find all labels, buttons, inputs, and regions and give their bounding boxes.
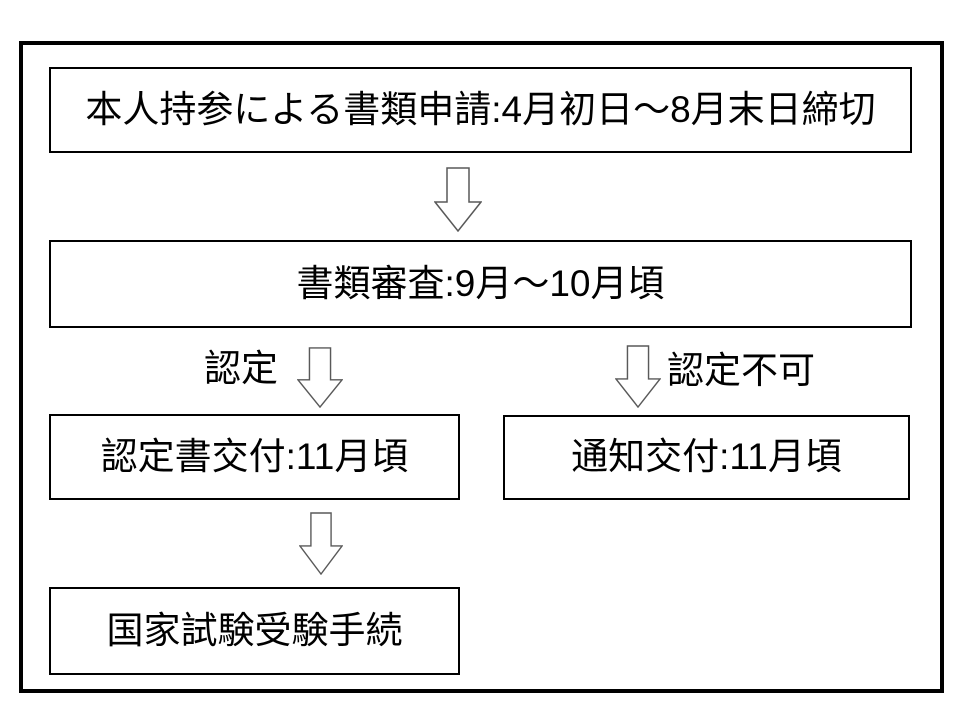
flow-node-exam: 国家試験受験手続: [49, 587, 460, 675]
flow-node-rejected-label: 通知交付:11月頃: [571, 436, 842, 478]
down-arrow-shape: [299, 512, 343, 575]
flow-node-screening-label: 書類審査:9月～10月頃: [296, 262, 665, 304]
down-arrow-icon: [434, 167, 482, 232]
flow-node-certified: 認定書交付:11月頃: [49, 414, 460, 500]
flow-node-application: 本人持参による書類申請:4月初日～8月末日締切: [49, 67, 912, 153]
flow-node-rejected: 通知交付:11月頃: [503, 415, 910, 500]
flow-node-screening: 書類審査:9月～10月頃: [49, 240, 912, 328]
down-arrow-shape: [297, 347, 343, 408]
slide-border-frame: [19, 41, 944, 693]
down-arrow-icon: [297, 347, 343, 408]
flow-node-application-label: 本人持参による書類申請:4月初日～8月末日締切: [85, 88, 876, 130]
branch-label-approved: 認定: [204, 348, 278, 389]
branch-label-not-approved: 認定不可: [667, 350, 815, 391]
flow-node-exam-label: 国家試験受験手続: [106, 609, 403, 651]
down-arrow-shape: [434, 167, 482, 232]
down-arrow-icon: [615, 345, 661, 408]
flow-node-certified-label: 認定書交付:11月頃: [100, 435, 409, 477]
down-arrow-icon: [299, 512, 343, 575]
down-arrow-shape: [615, 345, 661, 408]
